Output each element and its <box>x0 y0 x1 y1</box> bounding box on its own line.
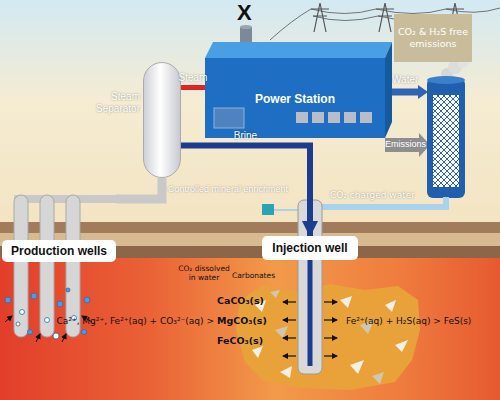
bubble <box>20 310 25 315</box>
pipe-label: Steam <box>179 72 208 83</box>
mineral-product: MgCO₃(s) <box>217 315 287 326</box>
outflow-arrow <box>283 355 296 356</box>
sky <box>0 0 500 226</box>
turbine-unit <box>360 112 372 123</box>
bubble <box>45 318 50 323</box>
scrubber-tower <box>427 78 465 198</box>
rock-fragment <box>395 340 408 352</box>
power-station: Power Station <box>205 58 385 138</box>
outflow-arrow <box>283 319 296 320</box>
outflow-arrow <box>324 319 337 320</box>
inflow-arrow <box>5 316 12 322</box>
rock-fragment <box>270 290 280 298</box>
turbine-unit <box>312 112 324 123</box>
bubble <box>82 330 87 335</box>
injection-well: Injection well <box>262 236 358 260</box>
power-station-panel <box>214 108 244 128</box>
outflow-arrow <box>324 355 337 356</box>
inflow-arrow <box>36 334 40 342</box>
flow-label: Water <box>392 74 436 85</box>
scrubber-packing <box>433 95 459 187</box>
steam-separator: Steam Separator <box>143 62 181 178</box>
bubble <box>84 297 90 303</box>
node-label: CO₂ & H₂S free emissions <box>396 26 470 50</box>
turbine-unit <box>328 112 340 123</box>
process-note: Carbonates <box>232 271 288 280</box>
pipe-label: Brine <box>234 130 257 141</box>
power-station-side <box>385 42 392 138</box>
rock-fragment <box>372 372 384 384</box>
rock-fragment <box>385 300 396 312</box>
chimney-top <box>240 25 252 29</box>
production-pipe <box>116 178 162 199</box>
bubble <box>31 293 37 299</box>
enrichment-line <box>274 209 298 211</box>
water-arrow-head <box>418 85 428 99</box>
well-manifold <box>14 195 116 203</box>
outflow-arrow <box>283 337 296 338</box>
pylon-arm <box>376 9 394 16</box>
bubble <box>5 297 11 303</box>
flow-label: Controlled mineral enrichment <box>168 184 308 194</box>
steam-pipe <box>181 85 205 90</box>
inflow-arrow <box>62 334 66 342</box>
reaction-equation: Ca²⁺, Mg²⁺, Fe²⁺(aq) + CO₃²⁻(aq) > <box>30 316 214 326</box>
outflow-arrows <box>283 302 337 356</box>
bubble <box>28 330 33 335</box>
emissions-box: CO₂ & H₂S free emissions <box>394 14 472 62</box>
node-label: Injection well <box>262 236 358 260</box>
power-station-front <box>205 58 385 138</box>
rock-fragment <box>340 296 352 308</box>
production-well <box>66 195 80 337</box>
turbine-unit <box>344 112 356 123</box>
outflow-arrow <box>324 301 337 302</box>
mineral-product: CaCO₃(s) <box>217 295 287 306</box>
rock-fragment <box>280 366 292 378</box>
rock-fragment <box>252 346 263 358</box>
power-station-roof <box>205 42 392 58</box>
turbine-unit <box>296 112 308 123</box>
outflow-arrow <box>324 337 337 338</box>
rock-texture <box>252 290 408 384</box>
process-note: CO₂ dissolved in water <box>176 264 232 282</box>
reaction-equation: Fe²⁺(aq) + H₂S(aq) > FeS(s) <box>346 316 498 326</box>
bubble <box>16 322 20 326</box>
mineral-product: FeCO₃(s) <box>217 335 287 346</box>
steam-bubbles <box>5 288 90 339</box>
production-well <box>40 195 54 337</box>
production-wells: Production wells <box>2 195 116 262</box>
site-marker: X <box>237 0 263 26</box>
scrubber-top <box>427 76 465 84</box>
enrichment-unit <box>262 204 274 215</box>
outflow-arrow <box>283 301 296 302</box>
node-label: Steam Separator <box>86 91 140 115</box>
rock-fragment <box>275 326 288 338</box>
bubble <box>57 301 63 307</box>
node-label: Power Station <box>205 92 385 106</box>
bubble <box>66 288 70 292</box>
production-well <box>14 195 28 337</box>
node-label: Production wells <box>2 240 116 262</box>
chimney <box>240 27 252 43</box>
flow-label: CO₂ charged water <box>330 190 427 200</box>
flow-label: Emissions <box>385 139 433 149</box>
bubble <box>53 333 59 339</box>
rock-fragment <box>350 360 364 374</box>
water-pipe <box>392 89 420 96</box>
